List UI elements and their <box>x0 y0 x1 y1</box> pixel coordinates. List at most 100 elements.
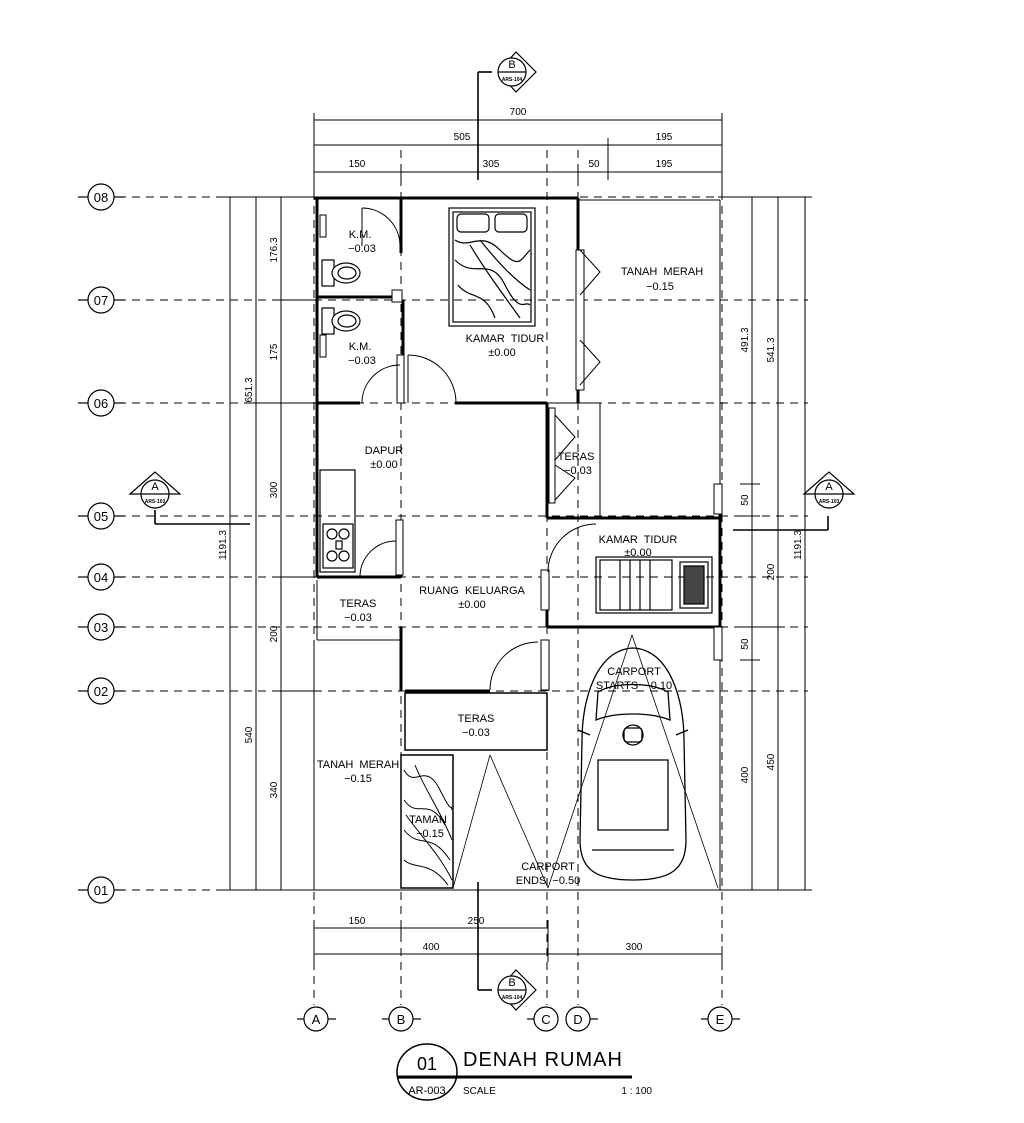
room-km2-level: −0.03 <box>348 355 376 367</box>
section-bottom-label: B <box>508 977 515 989</box>
dim-top-left: 505 <box>454 132 471 143</box>
grid-label-b: B <box>397 1012 406 1027</box>
dimension-texts: 700 505 195 150 305 50 195 150 250 400 3… <box>218 107 804 953</box>
room-km1-level: −0.03 <box>348 243 376 255</box>
room-carport-start-level: STARTS −0.10 <box>596 680 672 692</box>
dim-top-total: 700 <box>510 107 527 118</box>
dim-right-e: 50 <box>740 638 751 650</box>
room-dapur-level: ±0.00 <box>370 459 397 471</box>
grid-label-02: 02 <box>94 684 108 699</box>
dim-bottom-left: 400 <box>423 942 440 953</box>
scale-label: SCALE <box>463 1086 496 1097</box>
dim-left-d2: 175 <box>269 343 280 360</box>
section-marker-left <box>128 471 250 525</box>
grid-label-04: 04 <box>94 570 108 585</box>
dim-right-a: 541.3 <box>766 337 777 362</box>
dim-left-d1: 176.3 <box>269 237 280 262</box>
carport-slope <box>452 634 719 889</box>
grid-label-05: 05 <box>94 509 108 524</box>
dim-top-seg3: 50 <box>588 159 600 170</box>
dim-top-seg4: 195 <box>656 159 673 170</box>
grid-label-d: D <box>573 1012 582 1027</box>
kitchen-counter <box>319 469 356 573</box>
room-teras-front-name: TERAS <box>458 713 495 725</box>
room-teras-left-level: −0.03 <box>344 612 372 624</box>
room-tanah1-name: TANAH MERAH <box>621 266 703 278</box>
room-teras-left-name: TERAS <box>340 598 377 610</box>
grid-col-labels: A B C D E <box>312 1012 725 1027</box>
room-carport-end-level: ENDS −0.50 <box>516 875 581 887</box>
room-carport-start-name: CARPORT <box>607 666 661 678</box>
room-kamar2-name: KAMAR TIDUR <box>599 534 678 546</box>
grid-label-a: A <box>312 1012 321 1027</box>
room-tanah2-name: TANAH MERAH <box>317 759 399 771</box>
dim-right-c: 50 <box>740 494 751 506</box>
room-labels: K.M. −0.03 K.M. −0.03 KAMAR TIDUR ±0.00 … <box>317 229 703 887</box>
dim-left-total: 1191.3 <box>218 530 229 560</box>
dim-right-total: 1191.3 <box>793 530 804 560</box>
dim-bottom-right: 300 <box>626 942 643 953</box>
drawing-number: 01 <box>417 1054 437 1074</box>
dim-left-d4: 200 <box>269 625 280 642</box>
room-km2-name: K.M. <box>349 341 372 353</box>
door-swings <box>359 207 601 691</box>
room-km1-name: K.M. <box>349 229 372 241</box>
room-ruang-name: RUANG KELUARGA <box>419 585 525 597</box>
room-taman-level: −0.15 <box>416 828 444 840</box>
grid-label-e: E <box>716 1012 725 1027</box>
grid-label-06: 06 <box>94 396 108 411</box>
room-taman-name: TAMAN <box>409 814 447 826</box>
car <box>577 647 689 881</box>
bed-second <box>595 556 713 614</box>
room-teras-side-name: TERAS <box>558 451 595 463</box>
room-carport-end-name: CARPORT <box>521 861 575 873</box>
dim-right-g: 450 <box>766 753 777 770</box>
dim-left-d3: 300 <box>269 481 280 498</box>
dim-right-f: 400 <box>740 766 751 783</box>
dim-bottom-seg2: 250 <box>468 916 485 927</box>
room-kamar1-name: KAMAR TIDUR <box>466 333 545 345</box>
dimension-lines <box>222 113 812 962</box>
dim-top-right: 195 <box>656 132 673 143</box>
dim-bottom-seg1: 150 <box>349 916 366 927</box>
grid-label-c: C <box>541 1012 550 1027</box>
dim-top-seg2: 305 <box>483 159 500 170</box>
room-kamar1-level: ±0.00 <box>488 347 515 359</box>
section-top-label: B <box>508 59 515 71</box>
wall-openings <box>319 214 723 691</box>
scale-value: 1 : 100 <box>621 1086 652 1097</box>
title-block <box>396 1043 632 1101</box>
section-left-ref: ARS-103 <box>145 499 166 505</box>
dim-left-lower: 540 <box>244 726 255 743</box>
drawing-sheet: AR-003 <box>408 1085 445 1097</box>
grid-row-labels: 08 07 06 05 04 03 02 01 <box>94 190 108 898</box>
section-top-ref: ARS-104 <box>502 77 523 83</box>
room-kamar2-level: ±0.00 <box>624 547 651 559</box>
toilets <box>321 259 361 335</box>
section-marker-bottom <box>477 882 537 1011</box>
grid-label-03: 03 <box>94 620 108 635</box>
section-right-ref: ARS-103 <box>819 499 840 505</box>
front-teras <box>400 692 548 889</box>
room-teras-front-level: −0.03 <box>462 727 490 739</box>
dim-left-upper: 651.3 <box>244 377 255 402</box>
garden-hatch <box>403 764 453 886</box>
section-right-label: A <box>825 481 833 493</box>
grid-row-bubbles <box>78 183 124 904</box>
dim-right-b: 491.3 <box>740 327 751 352</box>
grid-label-07: 07 <box>94 293 108 308</box>
room-teras-side-level: −0.03 <box>564 465 592 477</box>
section-marker-top <box>477 51 537 180</box>
section-bottom-ref: ARS-104 <box>502 995 523 1001</box>
dim-left-d5: 340 <box>269 781 280 798</box>
room-ruang-level: ±0.00 <box>458 599 485 611</box>
grid-label-08: 08 <box>94 190 108 205</box>
room-tanah2-level: −0.15 <box>344 773 372 785</box>
room-dapur-name: DAPUR <box>365 445 404 457</box>
section-marker-right <box>733 471 856 531</box>
dim-top-seg1: 150 <box>349 159 366 170</box>
room-tanah1-level: −0.15 <box>646 281 674 293</box>
dim-right-d: 200 <box>766 563 777 580</box>
grid-label-01: 01 <box>94 883 108 898</box>
